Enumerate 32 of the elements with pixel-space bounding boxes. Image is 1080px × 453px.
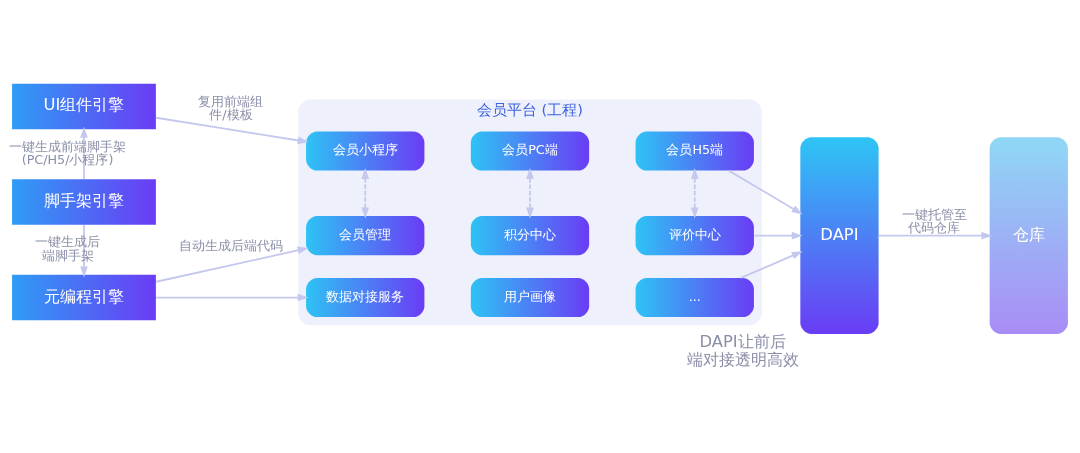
- node-box: 脚手架引擎: [12, 178, 156, 225]
- edge-label: 自动生成后端代码: [178, 237, 283, 253]
- node-box: 会员PC端: [470, 130, 590, 171]
- arrow: [155, 116, 309, 144]
- arrow: [155, 246, 309, 283]
- node-box: ...: [635, 277, 754, 317]
- edge-label: 一键生成后端脚手架: [35, 233, 101, 263]
- arrow: [155, 293, 309, 301]
- node-box: UI组件引擎: [12, 83, 156, 129]
- node-box: 评价中心: [635, 215, 754, 255]
- node-box: 会员小程序: [306, 130, 425, 171]
- arrow: [727, 169, 803, 214]
- arrow: [526, 167, 534, 219]
- arrow: [361, 167, 370, 219]
- arrow: [80, 126, 88, 180]
- edge-label: 一键托管至代码仓库: [901, 206, 967, 235]
- arrow: [877, 231, 993, 239]
- node-box: 会员管理: [306, 215, 425, 255]
- node-box: DAPI: [800, 136, 879, 334]
- node-box: 仓库: [989, 136, 1068, 334]
- edge-label: 一键生成前端脚手架 (PC/H5/小程序): [9, 138, 127, 167]
- node-box: 数据对接服务: [306, 277, 425, 317]
- node-box: 元编程引擎: [12, 274, 156, 320]
- node-label: DAPI让前后端对接透明高效: [686, 331, 799, 369]
- node-box: 用户画像: [470, 277, 590, 317]
- arrow: [739, 250, 803, 279]
- node-box: 会员H5端: [635, 130, 754, 171]
- arrow: [80, 223, 88, 277]
- node-box: 积分中心: [470, 215, 590, 255]
- edge-label: 复用前端组件/模板: [198, 93, 264, 122]
- arrow: [690, 167, 699, 219]
- arrow: [753, 231, 803, 239]
